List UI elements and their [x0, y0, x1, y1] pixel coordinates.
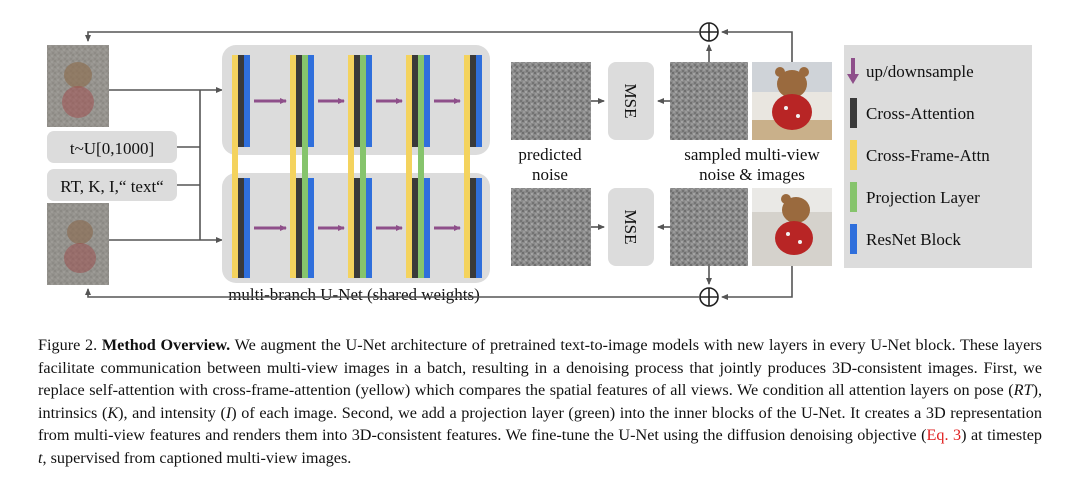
predicted-noise-bottom — [511, 188, 591, 266]
cross-frame-attn-bar — [406, 55, 412, 147]
method-overview-figure: t~U[0,1000] RT, K, I,“ text“ multi-branc… — [47, 22, 1032, 307]
resnet-block-bar — [366, 178, 372, 278]
cross-attention-bar — [354, 55, 360, 147]
sampled-noise-top — [670, 62, 748, 140]
sampled-noise-bottom — [670, 188, 748, 266]
resnet-block-bar — [424, 55, 430, 147]
predicted-noise-label-line1: predicted — [518, 145, 582, 164]
caption-title: Method Overview. — [101, 336, 231, 354]
resnet-block-bar — [244, 178, 250, 278]
projection-layer-bar — [418, 178, 424, 278]
legend-swatch — [850, 140, 857, 170]
projection-layer-bar — [360, 55, 366, 147]
timestep-label: t~U[0,1000] — [70, 139, 154, 158]
cross-attention-bar — [296, 178, 302, 278]
cross-attention-bar — [470, 55, 476, 147]
legend-label: up/downsample — [866, 62, 974, 81]
legend: up/downsampleCross-AttentionCross-Frame-… — [847, 58, 990, 254]
legend-label: Cross-Frame-Attn — [866, 146, 990, 165]
figure-caption: Figure 2. Method Overview. We augment th… — [38, 336, 1043, 467]
cross-attention-bar — [296, 55, 302, 147]
projection-link — [418, 147, 424, 178]
teddy-bear-image-bottom — [752, 188, 832, 266]
condition-label: RT, K, I,“ text“ — [60, 177, 163, 196]
cross-frame-attn-bar — [290, 55, 296, 147]
cross-attention-bar — [354, 178, 360, 278]
cross-frame-attn-bar — [348, 178, 354, 278]
cross-frame-link — [290, 147, 296, 178]
mse-label-top: MSE — [621, 84, 640, 119]
predicted-noise-top — [511, 62, 591, 140]
condition-label-box — [47, 169, 177, 201]
cross-frame-attn-bar — [406, 178, 412, 278]
timestep-label-box — [47, 131, 177, 163]
projection-layer-bar — [302, 55, 308, 147]
cross-frame-attn-bar — [464, 178, 470, 278]
cross-frame-link — [406, 147, 412, 178]
projection-link — [360, 147, 366, 178]
cross-frame-link — [232, 147, 238, 178]
cross-frame-link — [348, 147, 354, 178]
mse-label-bottom: MSE — [621, 210, 640, 245]
cross-attention-bar — [238, 178, 244, 278]
projection-layer-bar — [360, 178, 366, 278]
noisy-input-image-top — [47, 45, 109, 127]
cross-attention-bar — [470, 178, 476, 278]
equation-link[interactable]: Eq. 3 — [926, 426, 962, 445]
resnet-block-bar — [366, 55, 372, 147]
projection-layer-bar — [418, 55, 424, 147]
cross-frame-attn-bar — [290, 178, 296, 278]
legend-swatch — [850, 182, 857, 212]
cross-frame-attn-bar — [348, 55, 354, 147]
legend-label: Cross-Attention — [866, 104, 975, 123]
resnet-block-bar — [244, 55, 250, 147]
resnet-block-bar — [476, 178, 482, 278]
sampled-label-line1: sampled multi-view — [684, 145, 820, 164]
teddy-bear-image-top — [752, 62, 832, 140]
resnet-block-bar — [476, 55, 482, 147]
arrow-down-icon-head — [847, 74, 859, 84]
unet-blocks — [232, 55, 482, 278]
legend-swatch — [850, 224, 857, 254]
legend-label: Projection Layer — [866, 188, 980, 207]
resnet-block-bar — [424, 178, 430, 278]
mse-arrows — [591, 98, 670, 230]
sampled-label-line2: noise & images — [699, 165, 805, 184]
mse-box-bottom — [608, 188, 654, 266]
predicted-noise-label-line2: noise — [532, 165, 568, 184]
cross-frame-attn-bar — [464, 55, 470, 147]
feedback-loops — [85, 29, 793, 300]
projection-layer-bar — [302, 178, 308, 278]
cross-attention-bar — [412, 178, 418, 278]
legend-swatch — [850, 98, 857, 128]
cross-attention-bar — [238, 55, 244, 147]
unet-label: multi-branch U-Net (shared weights) — [228, 285, 480, 304]
cross-frame-link — [464, 147, 470, 178]
mse-box-top — [608, 62, 654, 140]
cross-attention-bar — [412, 55, 418, 147]
caption-prefix: Figure 2. — [38, 336, 102, 354]
cross-frame-attn-bar — [232, 55, 238, 147]
projection-link — [302, 147, 308, 178]
resnet-block-bar — [308, 178, 314, 278]
input-connectors — [109, 87, 223, 243]
plus-node-top — [699, 22, 719, 42]
resnet-block-bar — [308, 55, 314, 147]
legend-label: ResNet Block — [866, 230, 961, 249]
noisy-input-image-bottom — [47, 203, 109, 285]
plus-node-bottom — [699, 287, 719, 307]
legend-panel — [844, 45, 1032, 268]
cross-frame-attn-bar — [232, 178, 238, 278]
